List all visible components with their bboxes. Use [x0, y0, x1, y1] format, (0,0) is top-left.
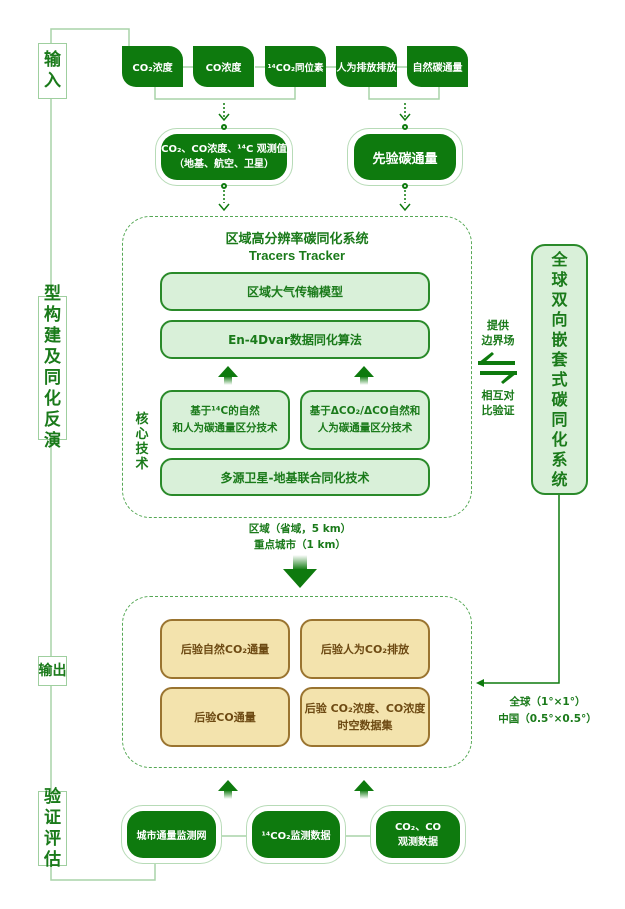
output-co-flux: 后验CO通量	[160, 687, 290, 747]
output-concentration-dataset: 后验 CO₂浓度、CO浓度 时空数据集	[300, 687, 430, 747]
output-co-flux-label: 后验CO通量	[194, 710, 256, 724]
tech-14c-separation: 基于¹⁴C的自然 和人为碳通量区分技术	[160, 390, 290, 450]
stage-label-output-text: 输出	[38, 662, 67, 679]
validation-co2-co-observations: CO₂、CO 观测数据	[376, 811, 460, 858]
stage-label-modeling-text: 型构建及同化反演	[44, 284, 61, 451]
output-concentration-dataset-line1: 后验 CO₂浓度、CO浓度	[304, 702, 426, 715]
tech-14c-line2: 和人为碳通量区分技术	[172, 422, 278, 434]
output-natural-co2-flux: 后验自然CO₂通量	[160, 619, 290, 679]
connector-dot	[221, 183, 227, 189]
output-anthropogenic-co2-emission: 后验人为CO₂排放	[300, 619, 430, 679]
stage-label-output: 输出	[38, 656, 67, 686]
provide-boundary-line2: 边界场	[481, 334, 515, 347]
input-natural-carbon-flux: 自然碳通量	[407, 46, 468, 87]
stage-label-input-text: 输入	[44, 50, 61, 91]
assimilation-algorithm: En-4Dvar数据同化算法	[160, 320, 430, 359]
mutual-validation-line1: 相互对	[481, 389, 515, 402]
validation-urban-flux-network: 城市通量监测网	[127, 811, 216, 858]
input-co-concentration: CO浓度	[193, 46, 254, 87]
stage-label-modeling: 型构建及同化反演	[38, 284, 67, 451]
atmospheric-transport-model-label: 区域大气传输模型	[246, 285, 343, 299]
regional-system-title-cn: 区域高分辨率碳同化系统	[225, 232, 369, 247]
regional-resolution-city: 重点城市（1 km）	[254, 539, 346, 551]
atmospheric-transport-model: 区域大气传输模型	[160, 272, 430, 311]
regional-system-title: 区域高分辨率碳同化系统 Tracers Tracker	[122, 232, 472, 264]
input-co2-concentration-label: CO₂浓度	[132, 63, 173, 74]
connector-dot	[402, 124, 408, 130]
regional-resolution-province: 区域（省域，5 km）	[248, 523, 352, 535]
input-14co2-isotope-label: ¹⁴CO₂同位素	[267, 62, 324, 74]
global-nested-system: 全球双向嵌套式碳同化系统	[531, 244, 588, 495]
provide-boundary-line1: 提供	[487, 319, 509, 332]
regional-resolution: 区域（省域，5 km） 重点城市（1 km）	[200, 521, 400, 553]
validation-14co2-data: ¹⁴CO₂监测数据	[252, 811, 340, 858]
prior-flux-box: 先验碳通量	[354, 134, 456, 180]
global-resolution-china: 中国（0.5°×0.5°）	[498, 713, 597, 725]
observations-box: CO₂、CO浓度、¹⁴C 观测值 （地基、航空、卫星）	[161, 134, 287, 180]
stage-label-validation-text: 验证评估	[44, 786, 61, 870]
global-nested-system-title: 全球双向嵌套式碳同化系统	[551, 249, 568, 489]
validation-co2-co-line1: CO₂、CO	[394, 821, 442, 833]
prior-flux-label: 先验碳通量	[372, 151, 438, 167]
connector-dot	[402, 183, 408, 189]
input-co2-concentration: CO₂浓度	[122, 46, 183, 87]
core-technology-label: 核心技术	[135, 412, 151, 472]
observations-line1: CO₂、CO浓度、¹⁴C 观测值	[161, 144, 287, 155]
tech-14c-line1: 基于¹⁴C的自然	[190, 405, 260, 417]
tech-satellite-label: 多源卫星-地基联合同化技术	[220, 470, 370, 485]
tech-delta-separation: 基于ΔCO₂/ΔCO自然和 人为碳通量区分技术	[300, 390, 430, 450]
stage-label-input: 输入	[38, 43, 67, 99]
connector-dot	[221, 124, 227, 130]
input-anthropogenic-emission-label: 人为排放排放	[336, 63, 397, 74]
core-technology-text: 核心技术	[135, 412, 149, 472]
stage-label-validation: 验证评估	[38, 787, 67, 870]
provide-boundary-label: 提供 边界场	[470, 318, 526, 348]
mutual-validation-label: 相互对 比验证	[470, 388, 526, 418]
tech-delta-line1: 基于ΔCO₂/ΔCO自然和	[309, 405, 421, 417]
assimilation-algorithm-label: En-4Dvar数据同化算法	[228, 333, 362, 347]
tech-satellite-ground-assimilation: 多源卫星-地基联合同化技术	[160, 458, 430, 496]
output-concentration-dataset-line2: 时空数据集	[337, 719, 393, 732]
global-resolution-global: 全球（1°×1°）	[509, 696, 586, 708]
input-natural-carbon-flux-label: 自然碳通量	[412, 63, 463, 74]
input-co-concentration-label: CO浓度	[205, 63, 242, 74]
regional-system-panel	[122, 216, 472, 518]
regional-system-title-en: Tracers Tracker	[248, 248, 346, 263]
input-14co2-isotope: ¹⁴CO₂同位素	[265, 46, 326, 87]
observations-line2: （地基、航空、卫星）	[174, 159, 274, 170]
input-anthropogenic-emission: 人为排放排放	[336, 46, 397, 87]
output-natural-co2-flux-label: 后验自然CO₂通量	[180, 642, 270, 656]
validation-14co2-label: ¹⁴CO₂监测数据	[261, 831, 331, 842]
validation-urban-flux-label: 城市通量监测网	[136, 831, 207, 842]
validation-co2-co-line2: 观测数据	[398, 836, 438, 848]
mutual-validation-line2: 比验证	[481, 404, 515, 417]
global-resolution: 全球（1°×1°） 中国（0.5°×0.5°）	[470, 694, 625, 728]
output-panel	[122, 596, 472, 768]
output-anthropogenic-co2-emission-label: 后验人为CO₂排放	[320, 642, 410, 656]
tech-delta-line2: 人为碳通量区分技术	[317, 422, 413, 434]
